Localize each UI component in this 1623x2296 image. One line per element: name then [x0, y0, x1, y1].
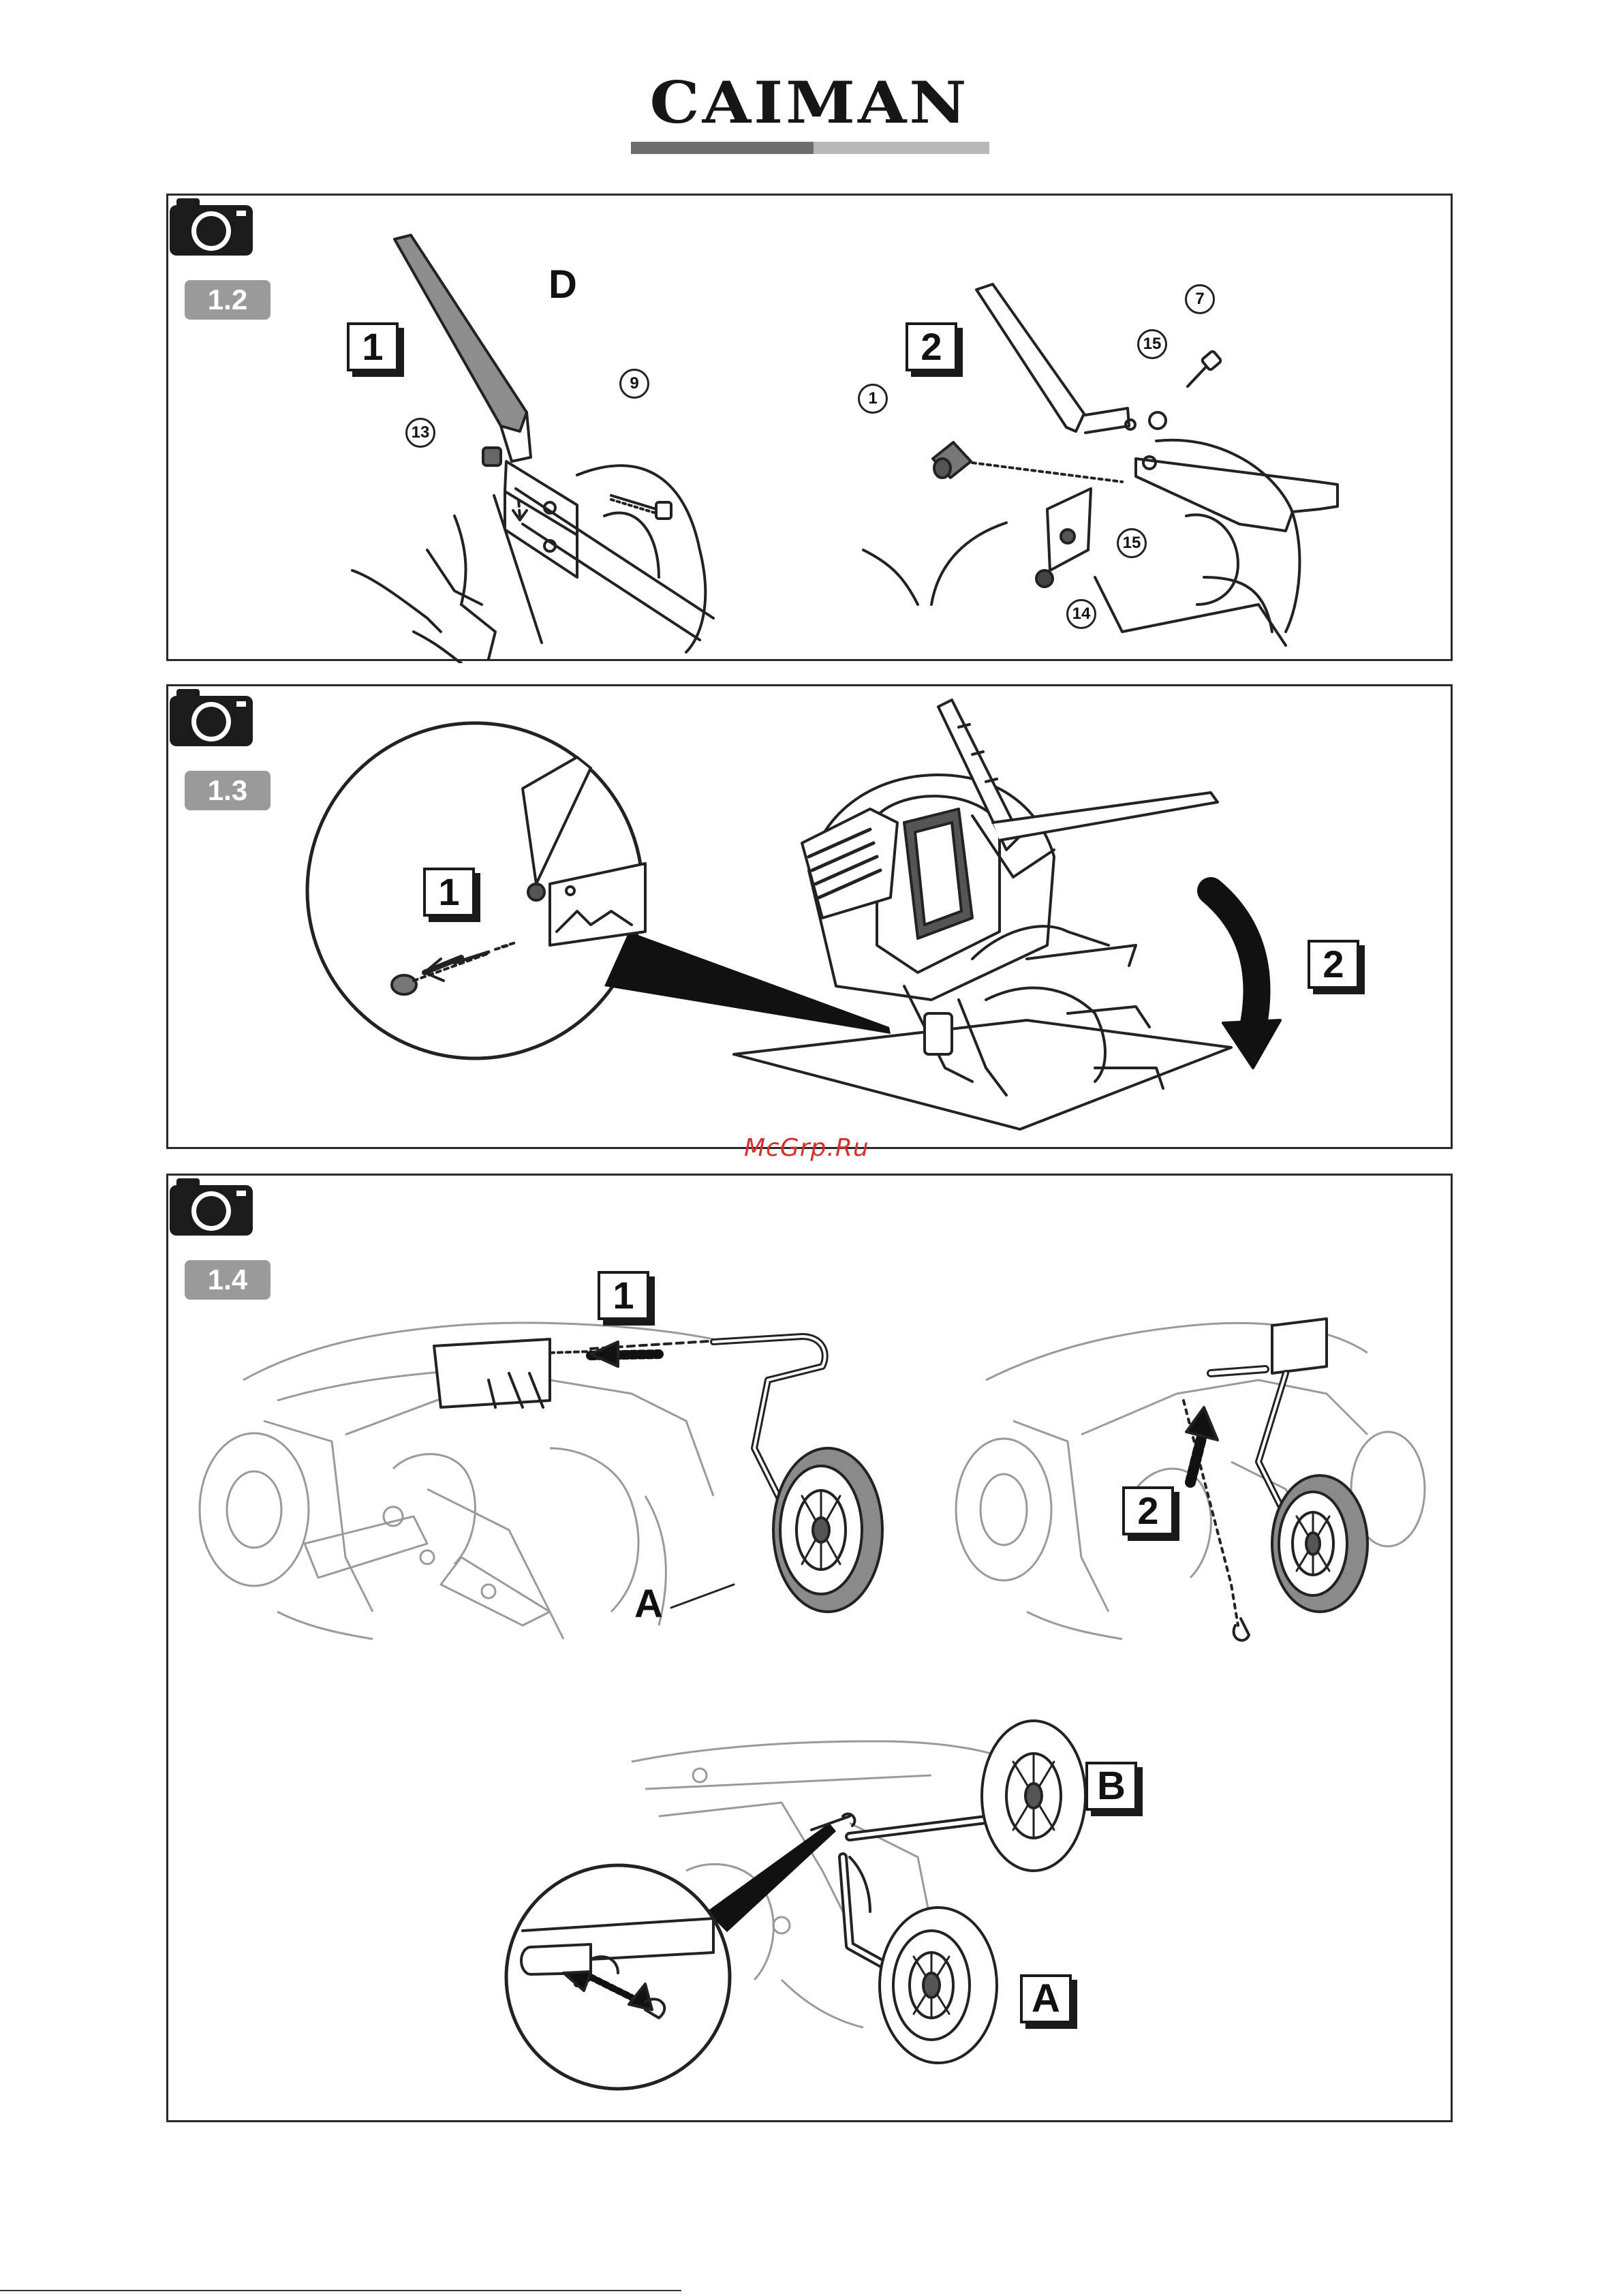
footer-rule — [0, 2290, 681, 2291]
label-a-wheel-top: A — [634, 1585, 663, 1624]
logo-bar-light — [814, 142, 989, 154]
panel-1-3: 1.3 — [166, 684, 1453, 1149]
watermark: McGrp.Ru — [744, 1134, 869, 1162]
step-2-box: 2 — [1308, 940, 1359, 989]
brand-name: CAIMAN — [625, 74, 993, 132]
illustration-tilt-tiller — [168, 686, 1455, 1151]
logo-bar-dark — [631, 142, 814, 154]
step-2-box: 2 — [1122, 1486, 1174, 1535]
panel-1-2: 1.2 1 2 D 13 9 1 15 7 15 14 — [166, 194, 1453, 661]
step-1-box: 1 — [598, 1271, 649, 1320]
label-a-box: A — [1020, 1974, 1072, 2023]
illustration-wheel-install — [168, 1176, 1455, 2124]
label-b-box: B — [1085, 1762, 1137, 1811]
illustration-handle-mount — [168, 196, 1455, 663]
panel-1-4: 1.4 — [166, 1174, 1453, 2122]
step-1-box: 1 — [423, 868, 475, 917]
brand-logo: CAIMAN — [625, 74, 993, 161]
